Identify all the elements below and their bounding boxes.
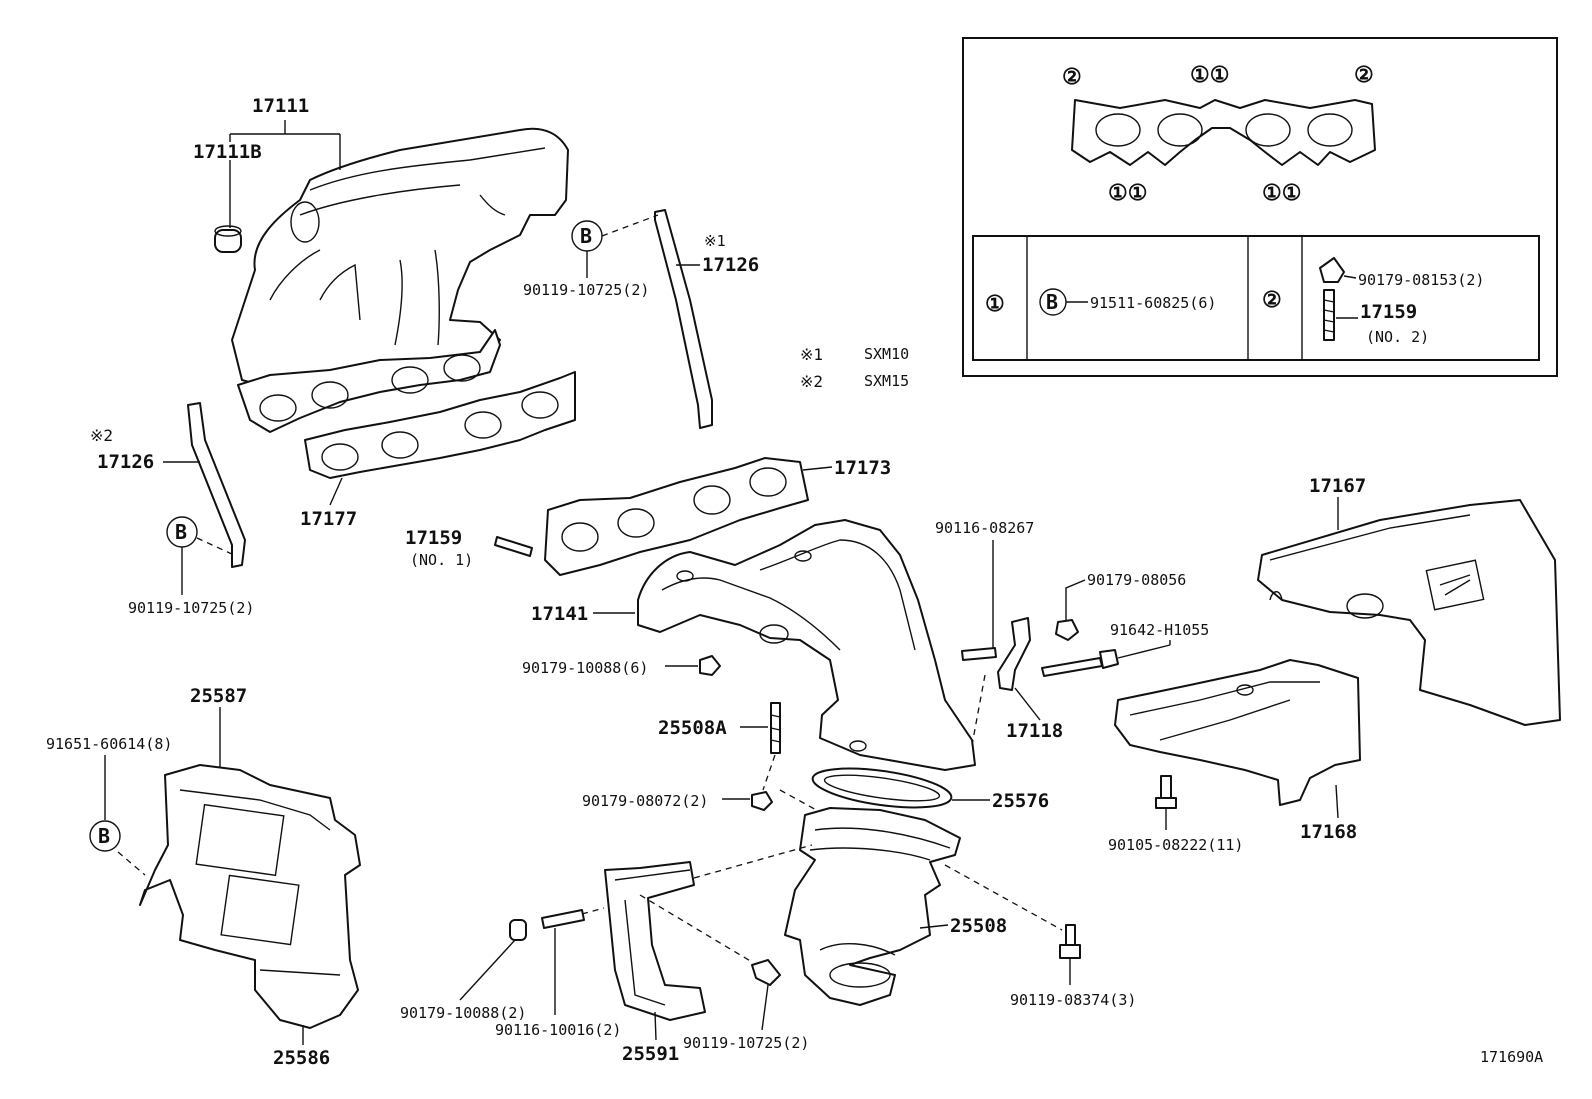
diagram-id: 171690A (1480, 1048, 1543, 1066)
label-17126-left-note: ※2 (90, 426, 113, 445)
label-90119-10725-bottom: 90119-10725(2) (683, 1034, 809, 1052)
label-17167: 17167 (1309, 475, 1366, 497)
stud-icon (1323, 289, 1335, 341)
callout-b-top: B (580, 224, 592, 248)
inset-row2-part-b-sub: (NO. 2) (1366, 328, 1429, 346)
label-90119-08374: 90119-08374(3) (1010, 991, 1136, 1009)
label-17177: 17177 (300, 508, 357, 530)
label-17111b: 17111B (193, 141, 262, 163)
label-17111: 17111 (252, 95, 309, 117)
stud-17159-drawing (494, 536, 533, 557)
inset-row1-key: ① (985, 292, 1005, 317)
nut-90179-08072-drawing (751, 791, 773, 811)
inset-gasket-drawing (1071, 99, 1376, 166)
label-17126-top-note: ※1 (704, 232, 726, 250)
label-17141: 17141 (531, 603, 588, 625)
inset-row1-part: 91511-60825(6) (1090, 294, 1216, 312)
label-90179-10088-6: 90179-10088(6) (522, 659, 648, 677)
bolt-90119-08374-drawing (1059, 924, 1081, 959)
gasket-17177-drawing (304, 371, 576, 479)
inset-row2-part-b: 17159 (1360, 301, 1417, 323)
inset-row2-part-a: 90179-08153(2) (1358, 271, 1484, 289)
label-90119-top: 90119-10725(2) (523, 281, 649, 299)
gasket-mark-bottom-right: ①① (1262, 181, 1301, 206)
label-90116-08267: 90116-08267 (935, 519, 1034, 537)
label-91642: 91642-H1055 (1110, 621, 1209, 639)
converter-25508-drawing (784, 807, 961, 1006)
bolt-91642-drawing (1041, 649, 1119, 677)
label-25576: 25576 (992, 790, 1049, 812)
heat-insulator-17168-drawing (1114, 659, 1361, 806)
legend-note1-mark: ※1 (800, 345, 823, 364)
stud-90116-08267-drawing (961, 647, 997, 661)
exhaust-manifold-17141-drawing (637, 519, 976, 771)
callout-b-bottom-left: B (98, 824, 110, 848)
stay-17126-top-drawing (654, 209, 713, 429)
stay-17126-left-drawing (187, 402, 246, 568)
bracket-25591-drawing (604, 861, 706, 1021)
bolt-90119-10725-bottom-drawing (751, 959, 781, 986)
gasket-mark-bottom-left: ①① (1108, 181, 1147, 206)
nut-90179-10088-bottom-drawing (509, 919, 527, 941)
gasket-25576-drawing (811, 767, 953, 809)
label-90179-08056: 90179-08056 (1087, 571, 1186, 589)
label-90116-10016: 90116-10016(2) (495, 1021, 621, 1039)
label-25508: 25508 (950, 915, 1007, 937)
cap-17111b-drawing (214, 225, 242, 253)
gasket-mark-top-right: ② (1354, 63, 1374, 88)
label-90179-08072: 90179-08072(2) (582, 792, 708, 810)
inset-row2-key: ② (1262, 288, 1282, 313)
label-17173: 17173 (834, 457, 891, 479)
inset-row1-symbol: B (1046, 290, 1058, 314)
inset-box: ② ①① ② ①① ①① ① B 91511-60825(6) ② 90179-… (962, 37, 1558, 377)
label-25591: 25591 (622, 1043, 679, 1065)
heat-insulator-17167-drawing (1257, 499, 1561, 726)
label-90119-left: 90119-10725(2) (128, 599, 254, 617)
label-17159-no1: 17159 (405, 527, 462, 549)
gasket-mark-top-center: ①① (1190, 63, 1229, 88)
label-90179-10088-2: 90179-10088(2) (400, 1004, 526, 1022)
legend-note1-text: SXM10 (864, 345, 909, 363)
label-17126-top: 17126 (702, 254, 759, 276)
label-17126-left: 17126 (97, 451, 154, 473)
gasket-17173-drawing (544, 457, 809, 576)
label-25587: 25587 (190, 685, 247, 707)
stud-25508a-drawing (770, 702, 781, 754)
intake-manifold-drawing (231, 127, 569, 433)
label-90105: 90105-08222(11) (1108, 836, 1243, 854)
label-25586: 25586 (273, 1047, 330, 1069)
heat-insulator-25587-drawing (139, 764, 361, 1029)
nut-90179-08056-drawing (1055, 619, 1079, 641)
callout-b-left: B (175, 520, 187, 544)
label-25508a: 25508A (658, 717, 727, 739)
stud-90116-10016-drawing (541, 909, 585, 929)
gasket-mark-top-left: ② (1062, 65, 1082, 90)
label-17159-no1-sub: (NO. 1) (410, 551, 473, 569)
label-17118: 17118 (1006, 720, 1063, 742)
nut-90179-10088-drawing (699, 655, 721, 676)
legend: ※1 SXM10 ※2 SXM15 (800, 345, 909, 391)
label-17168: 17168 (1300, 821, 1357, 843)
bracket-17118-drawing (997, 617, 1031, 691)
bolt-90105-drawing (1155, 775, 1177, 809)
nut-icon (1319, 257, 1345, 283)
label-91651: 91651-60614(8) (46, 735, 172, 753)
legend-note2-text: SXM15 (864, 372, 909, 390)
legend-note2-mark: ※2 (800, 372, 823, 391)
